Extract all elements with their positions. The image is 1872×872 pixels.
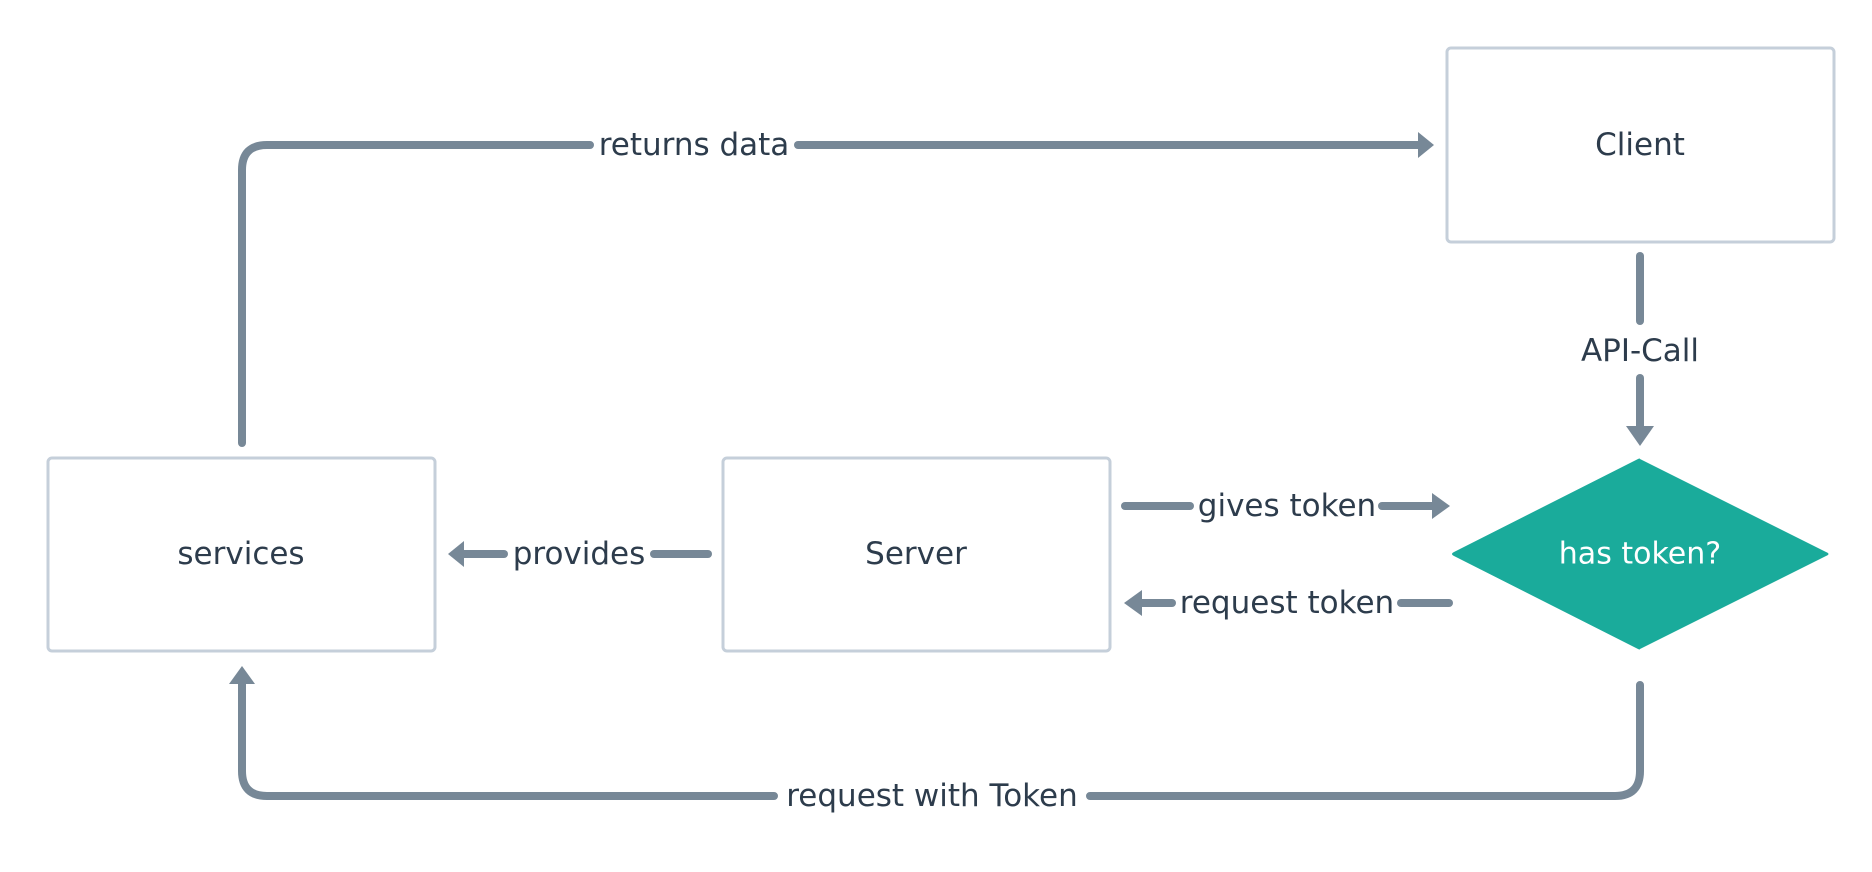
edge-gives-token: gives token [1121, 488, 1450, 524]
edge-api-call: API-Call [1581, 252, 1699, 446]
node-services: services [46, 456, 437, 653]
edge-returns-data: returns data [238, 127, 1434, 447]
edge-label-api-call: API-Call [1581, 333, 1699, 369]
node-server: Server [721, 456, 1112, 653]
edge-provides: provides [448, 536, 712, 572]
node-label-services: services [177, 536, 304, 572]
edge-request-token: request token [1124, 585, 1453, 621]
node-label-client: Client [1595, 127, 1685, 163]
edge-label-request-with-token: request with Token [786, 778, 1078, 814]
node-client: Client [1445, 46, 1836, 244]
edge-label-returns-data: returns data [599, 127, 790, 163]
node-label-server: Server [865, 536, 967, 572]
node-decision-has-token: has token? [1452, 458, 1829, 650]
edge-label-provides: provides [513, 536, 646, 572]
node-label-decision: has token? [1559, 537, 1721, 572]
edge-label-request-token: request token [1180, 585, 1394, 621]
edge-request-with-token: request with Token [229, 666, 1644, 814]
edge-label-gives-token: gives token [1198, 488, 1376, 524]
